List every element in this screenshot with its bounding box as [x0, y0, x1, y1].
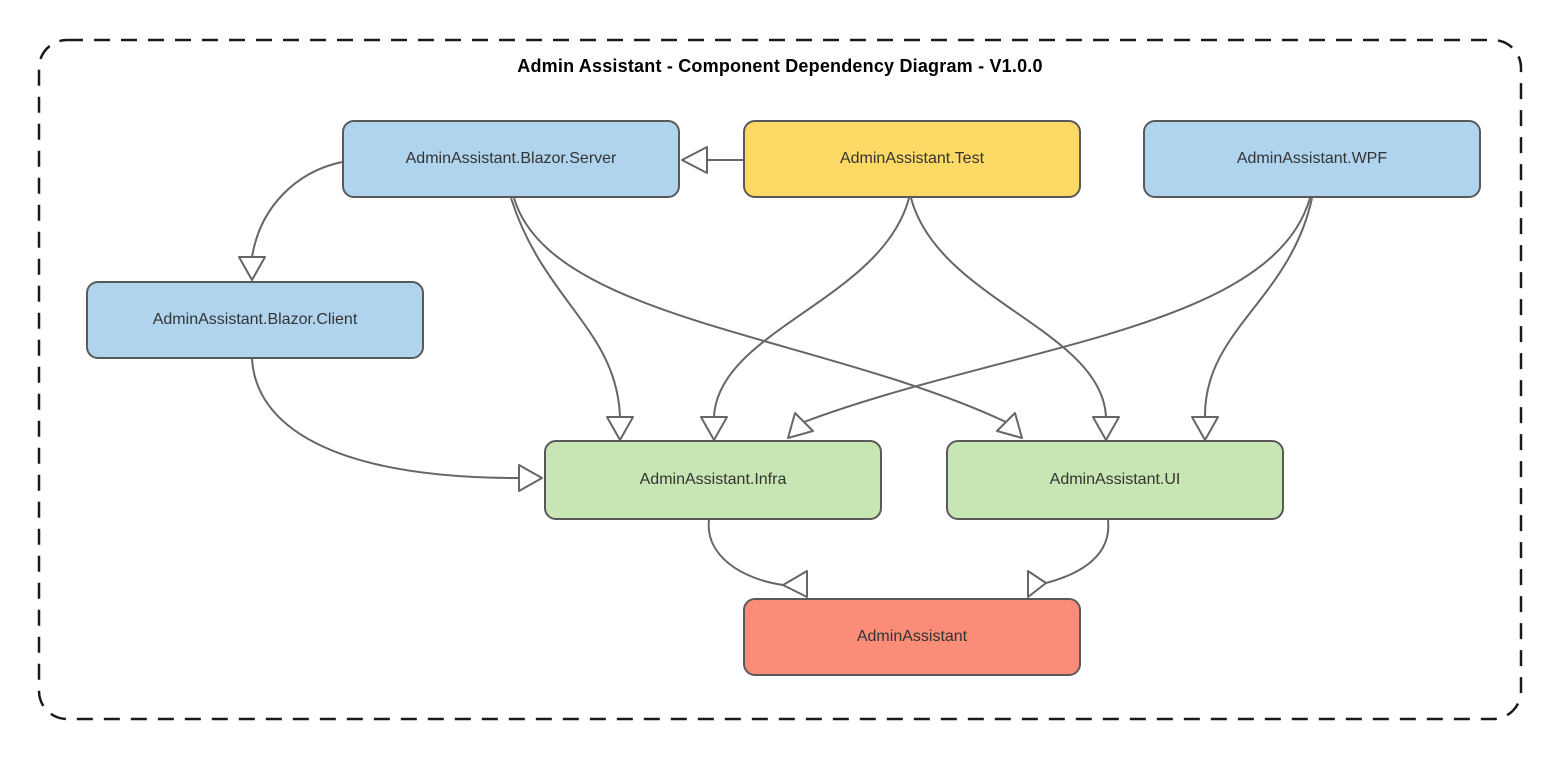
node-adminassistant-ui: AdminAssistant.UI: [946, 440, 1284, 520]
node-adminassistant-blazor-client: AdminAssistant.Blazor.Client: [86, 281, 424, 359]
edge-infra-to-adminassistant: [707, 519, 784, 586]
edge-test-to-ui: [910, 197, 1107, 418]
arrowhead-into-adminassistant-left: [782, 570, 808, 598]
arrowhead-into-infra-3: [787, 412, 814, 439]
edge-blazor-server-to-ui: [513, 197, 1007, 423]
edge-blazor-server-to-infra: [510, 197, 621, 418]
node-label: AdminAssistant.Blazor.Server: [405, 150, 617, 167]
node-adminassistant-infra: AdminAssistant.Infra: [544, 440, 882, 520]
edge-blazor-client-to-infra: [251, 358, 520, 479]
node-label: AdminAssistant.WPF: [1236, 150, 1388, 167]
edge-ui-to-adminassistant: [1045, 519, 1110, 584]
diagram-title: Admin Assistant - Component Dependency D…: [517, 56, 1043, 76]
node-label: AdminAssistant.Test: [839, 150, 985, 167]
edge-wpf-to-infra: [803, 197, 1311, 423]
node-label: AdminAssistant.Blazor.Client: [152, 311, 358, 328]
node-label: AdminAssistant.Infra: [639, 471, 787, 488]
diagram-frame: [37, 38, 1523, 721]
node-label: AdminAssistant: [856, 628, 968, 645]
edge-wpf-to-ui: [1203, 197, 1313, 418]
node-adminassistant-wpf: AdminAssistant.WPF: [1143, 120, 1481, 198]
arrowhead-into-ui-2: [1092, 416, 1120, 441]
edge-test-to-infra: [713, 197, 910, 418]
edge-blazor-server-to-blazor-client: [251, 161, 343, 258]
node-adminassistant-blazor-server: AdminAssistant.Blazor.Server: [342, 120, 680, 198]
arrowhead-into-infra-2: [700, 416, 728, 441]
arrowhead-into-infra-1: [606, 416, 634, 441]
node-adminassistant: AdminAssistant: [743, 598, 1081, 676]
node-label: AdminAssistant.UI: [1049, 471, 1181, 488]
arrowhead-into-blazor-server: [681, 146, 708, 174]
arrowhead-into-blazor-client: [238, 256, 266, 281]
arrowhead-into-infra-left: [518, 464, 543, 492]
node-adminassistant-test: AdminAssistant.Test: [743, 120, 1081, 198]
arrowhead-into-ui-1: [996, 412, 1023, 439]
arrowhead-into-ui-3: [1191, 416, 1219, 441]
arrowhead-into-adminassistant-right: [1027, 570, 1047, 598]
